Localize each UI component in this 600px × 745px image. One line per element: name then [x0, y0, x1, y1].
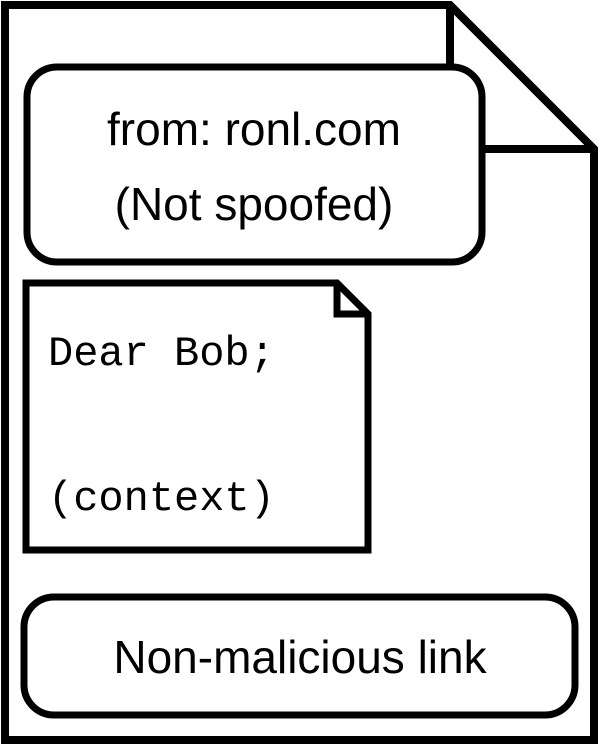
link-bubble-label: Non-malicious link [113, 631, 487, 683]
sender-info-bubble[interactable]: from: ronl.com (Not spoofed) [23, 63, 486, 266]
message-body-note-fold-icon [333, 283, 368, 318]
sender-info-line2: (Not spoofed) [115, 178, 394, 230]
message-body-line2: (context) [48, 475, 275, 523]
message-body-note[interactable]: Dear Bob; (context) [22, 279, 372, 554]
link-bubble-outline [20, 593, 579, 719]
sender-info-line1: from: ronl.com [107, 103, 401, 155]
message-body-line1: Dear Bob; [48, 330, 275, 378]
link-bubble[interactable]: Non-malicious link [20, 593, 579, 719]
message-body-note-outline [22, 279, 372, 554]
sender-info-bubble-outline [23, 63, 486, 266]
